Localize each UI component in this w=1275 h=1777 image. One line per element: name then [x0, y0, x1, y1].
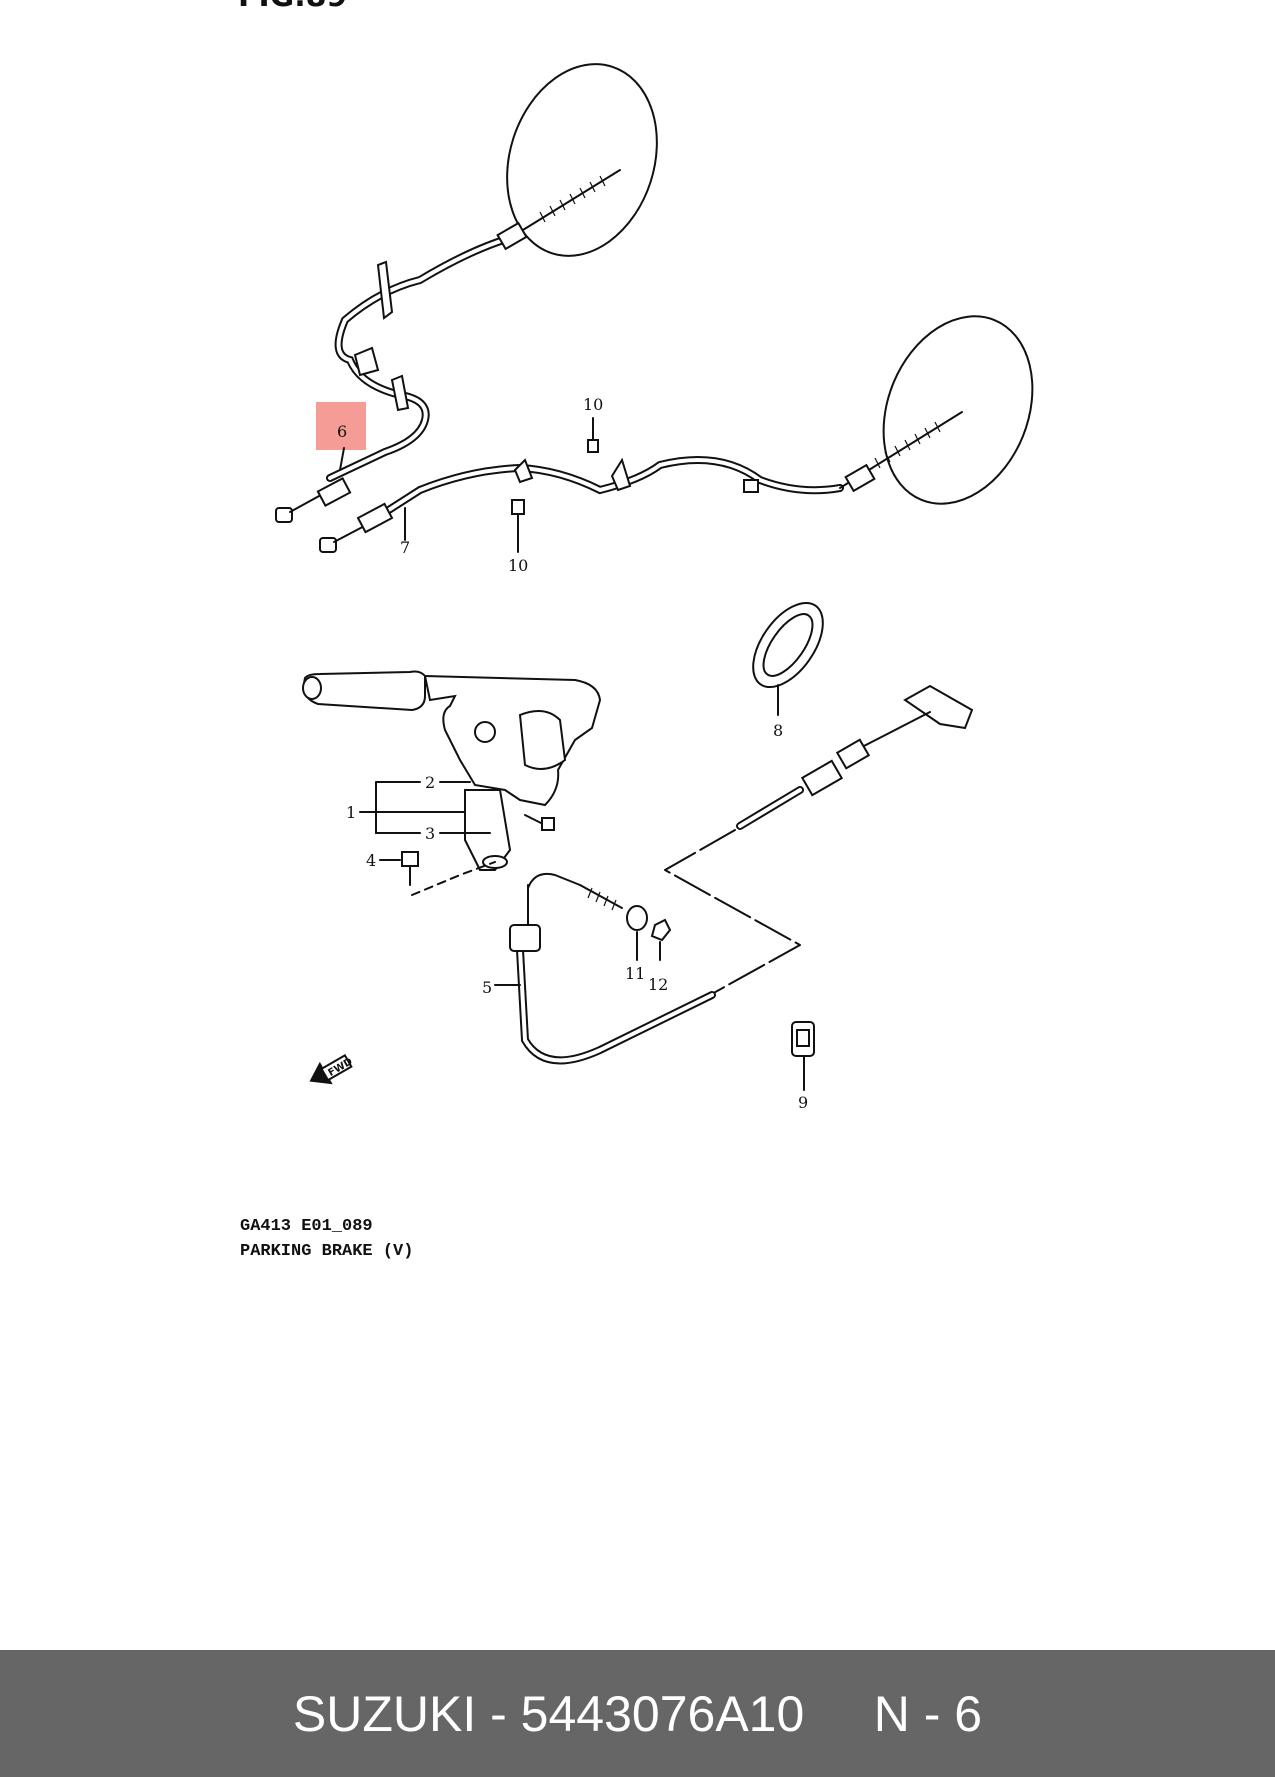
callout-9: 9: [798, 1093, 808, 1112]
bolt-10-upper: [587, 429, 599, 453]
diagram-caption: PARKING BRAKE (V): [240, 1242, 413, 1261]
brake-switch-9: [791, 1021, 815, 1091]
part-info-footer: SUZUKI - 5443076A10 N - 6: [0, 1650, 1275, 1777]
diagram-code: GA413 E01_089: [240, 1217, 373, 1236]
footer-brand: SUZUKI: [292, 1685, 477, 1742]
highlight-callout-6: [316, 402, 366, 450]
right-brake-drum: [882, 315, 1034, 505]
callout-3: 3: [425, 824, 435, 843]
front-brake-cable-5: [509, 684, 974, 1065]
rear-brake-cable-assembly: [275, 63, 1034, 553]
parts-diagram: FIG.89: [238, 0, 1034, 1261]
parking-brake-lever: [302, 670, 602, 896]
callout-1: 1: [346, 803, 356, 822]
callout-7: 7: [400, 538, 410, 557]
footer-part-number: 5443076A10: [520, 1685, 805, 1742]
footer-separator: -: [476, 1685, 521, 1742]
figure-title: FIG.89: [238, 0, 347, 14]
grommet-8: [752, 601, 824, 716]
footer-ref: N - 6: [873, 1685, 983, 1742]
callout-10-upper: 10: [583, 395, 603, 414]
callout-8: 8: [773, 721, 783, 740]
bolt-10-lower: [511, 499, 525, 553]
callout-6: 6: [337, 422, 347, 441]
left-brake-drum: [506, 63, 658, 257]
callout-10-lower: 10: [508, 556, 528, 575]
fwd-arrow-icon: FWD: [309, 1053, 355, 1085]
callout-5: 5: [482, 978, 492, 997]
callout-12: 12: [648, 975, 668, 994]
callout-11: 11: [625, 964, 645, 983]
callout-4: 4: [366, 851, 376, 870]
callout-2: 2: [425, 773, 435, 792]
footer-spacer: [804, 1685, 873, 1743]
